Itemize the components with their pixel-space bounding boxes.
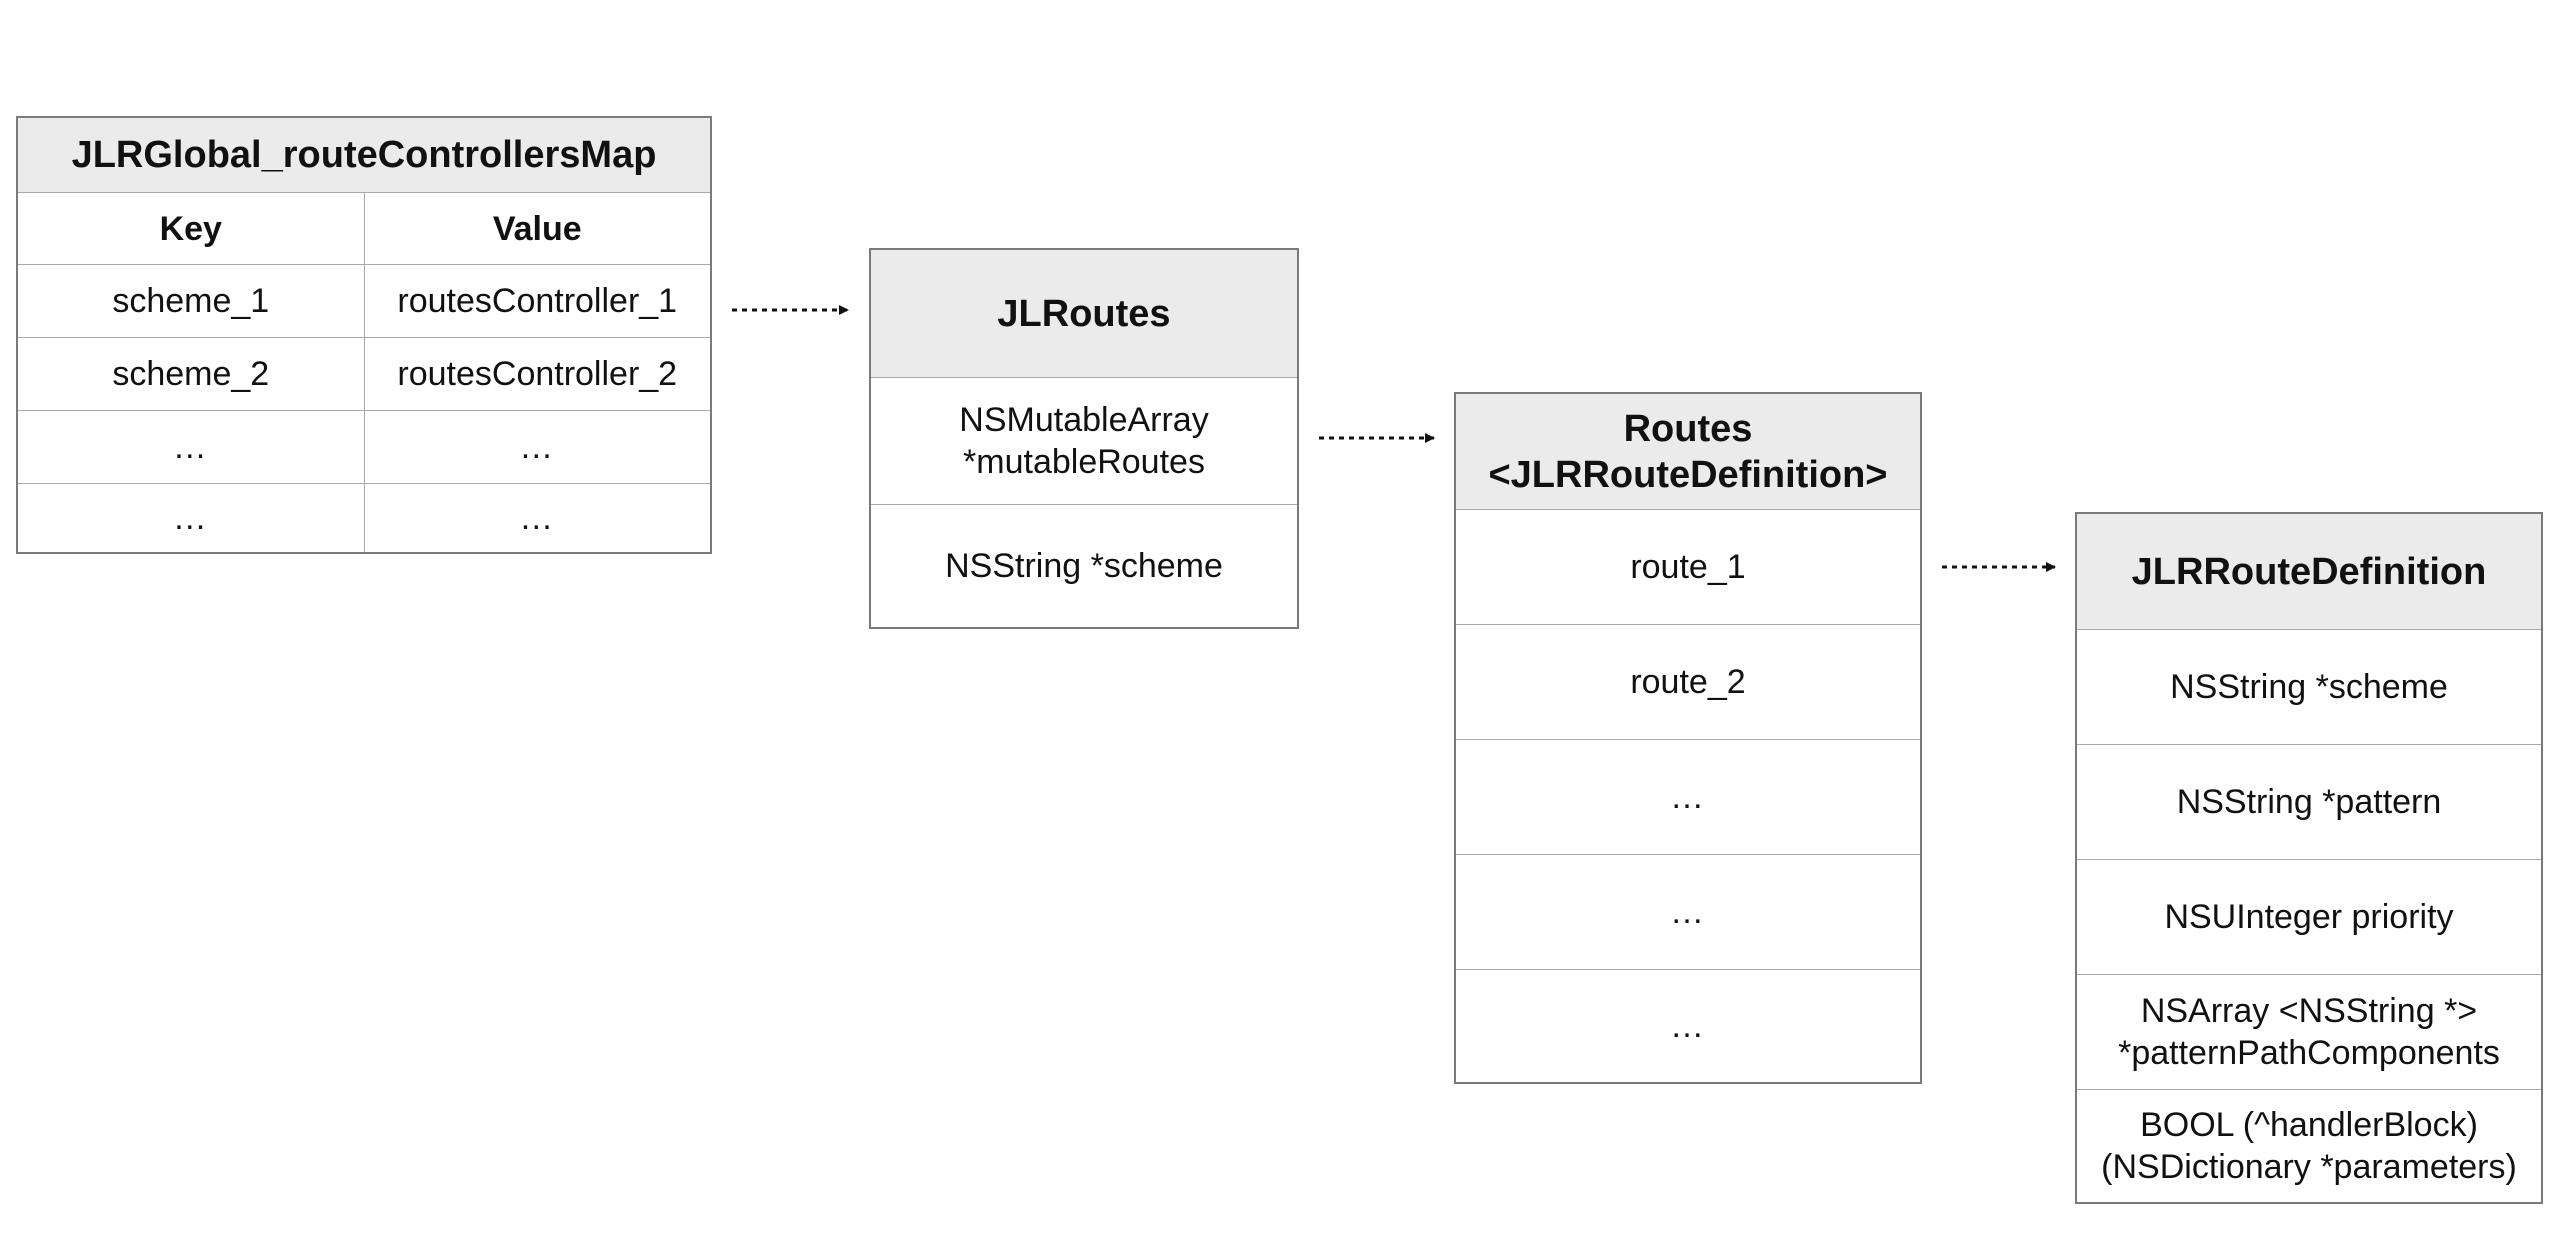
- list-item: …: [1456, 854, 1920, 969]
- route-definition-title: JLRRouteDefinition: [2077, 514, 2541, 629]
- key-cell: …: [172, 428, 209, 466]
- route-definition-field-scheme: NSString *scheme: [2077, 629, 2541, 744]
- value-cell: routesController_2: [363, 338, 711, 410]
- list-item: …: [1456, 969, 1920, 1082]
- value-cell: …: [363, 484, 711, 552]
- route-controllers-map-table: JLRGlobal_routeControllersMap Key Value …: [16, 116, 712, 554]
- route-definition-field-pattern: NSString *pattern: [2077, 744, 2541, 859]
- route-definition-class-box: JLRRouteDefinition NSString *scheme NSSt…: [2075, 512, 2543, 1204]
- jlroutes-title: JLRoutes: [871, 250, 1297, 377]
- key-cell: scheme_1: [112, 282, 270, 320]
- value-column-header: Value: [363, 193, 711, 264]
- table-row: … …: [18, 410, 710, 483]
- jlroutes-field-mutable-routes: NSMutableArray *mutableRoutes: [871, 377, 1297, 504]
- key-column-header: Key: [159, 209, 222, 248]
- route-definition-field-priority: NSUInteger priority: [2077, 859, 2541, 974]
- key-cell: scheme_2: [112, 355, 270, 393]
- table-row: scheme_1 routesController_1: [18, 264, 710, 337]
- list-item: …: [1456, 739, 1920, 854]
- map-table-column-headers: Key Value: [18, 192, 710, 264]
- map-table-title: JLRGlobal_routeControllersMap: [18, 118, 710, 192]
- value-cell: routesController_1: [363, 265, 711, 337]
- key-cell: …: [172, 499, 209, 537]
- value-cell: …: [363, 411, 711, 483]
- jlroutes-class-box: JLRoutes NSMutableArray *mutableRoutes N…: [869, 248, 1299, 629]
- table-row: … …: [18, 483, 710, 552]
- list-item: route_1: [1456, 509, 1920, 624]
- table-row: scheme_2 routesController_2: [18, 337, 710, 410]
- list-item: route_2: [1456, 624, 1920, 739]
- route-definition-field-handler-block: BOOL (^handlerBlock) (NSDictionary *para…: [2077, 1089, 2541, 1202]
- routes-array-box: Routes <JLRRouteDefinition> route_1 rout…: [1454, 392, 1922, 1084]
- routes-title: Routes <JLRRouteDefinition>: [1456, 394, 1920, 509]
- route-definition-field-path-components: NSArray <NSString *> *patternPathCompone…: [2077, 974, 2541, 1089]
- jlroutes-field-scheme: NSString *scheme: [871, 504, 1297, 627]
